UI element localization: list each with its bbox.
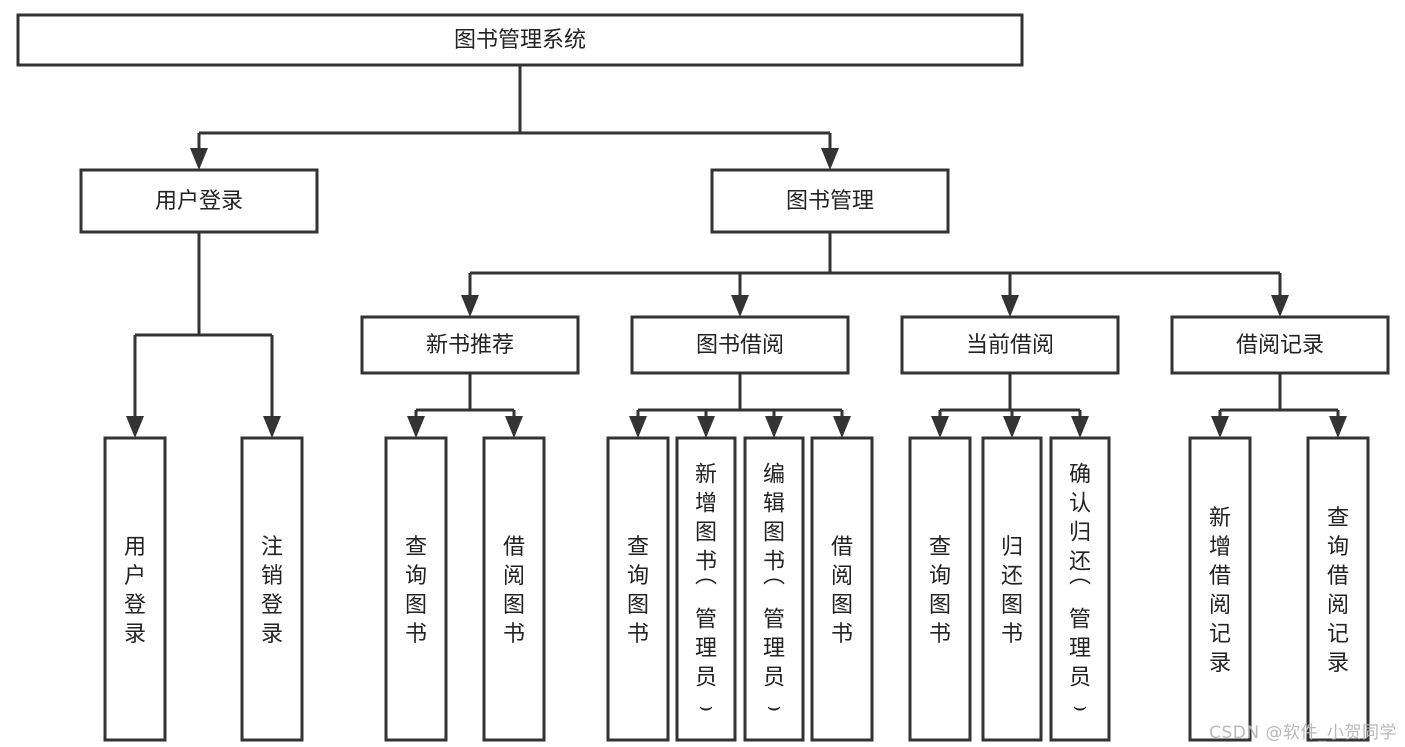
node-leaf-label: 注销登录 [261, 535, 283, 647]
node-leaf-box[interactable] [810, 436, 874, 742]
book-branch-arrow-2 [1001, 295, 1019, 317]
node-leaf-label: 新增图书⌒管理员⌣ [695, 463, 717, 720]
node-leaf-box[interactable] [1049, 436, 1111, 742]
record-branch-arrow-1 [1329, 416, 1347, 438]
current-branch-arrow-0 [931, 416, 949, 438]
node-leaf-box[interactable] [1188, 436, 1252, 742]
node-leaf-0[interactable]: 用户登录 [103, 436, 167, 742]
node-leaf-label: 借阅图书 [831, 535, 853, 647]
record-branch-arrow-0 [1211, 416, 1229, 438]
node-level2-1[interactable]: 图书管理 [710, 168, 950, 234]
node-leaf-box[interactable] [675, 436, 737, 742]
node-leaf-label: 新增借阅记录 [1209, 506, 1231, 676]
node-leaf-label: 确认归还⌒管理员⌣ [1069, 463, 1091, 720]
node-leaf-12[interactable]: 查询借阅记录 [1306, 436, 1370, 742]
node-leaf-box[interactable] [743, 436, 805, 742]
current-branch-arrow-2 [1071, 416, 1089, 438]
book-branch-arrow-1 [731, 295, 749, 317]
node-leaf-box[interactable] [482, 436, 546, 742]
node-level2-box[interactable] [79, 168, 319, 234]
node-leaf-8[interactable]: 查询图书 [908, 436, 972, 742]
book-branch-arrow-0 [461, 295, 479, 317]
node-level2-0[interactable]: 用户登录 [79, 168, 319, 234]
node-leaf-label: 用户登录 [124, 535, 146, 647]
node-leaf-2[interactable]: 查询图书 [384, 436, 448, 742]
node-leaf-label: 编辑图书⌒管理员⌣ [763, 463, 785, 720]
node-level2-box[interactable] [710, 168, 950, 234]
watermark-text: CSDN @软件_小贺同学 [1209, 723, 1397, 743]
node-root-label: 图书管理系统 [454, 28, 586, 53]
login-branch-arrow-1 [263, 416, 281, 438]
node-leaf-box[interactable] [103, 436, 167, 742]
node-level3-label: 新书推荐 [426, 333, 514, 358]
root-branch-arrow-0 [190, 148, 208, 170]
newbook-branch-arrow-0 [407, 416, 425, 438]
borrow-branch-arrow-0 [629, 416, 647, 438]
current-branch-arrow-1 [1003, 416, 1021, 438]
borrow-branch-arrow-1 [697, 416, 715, 438]
node-level3-box[interactable] [1170, 315, 1390, 375]
node-level3-box[interactable] [630, 315, 850, 375]
node-level3-box[interactable] [360, 315, 580, 375]
node-leaf-7[interactable]: 借阅图书 [810, 436, 874, 742]
node-level3-label: 图书借阅 [696, 333, 784, 358]
node-leaf-box[interactable] [1306, 436, 1370, 742]
node-level2-label: 图书管理 [786, 189, 874, 214]
login-branch-arrow-0 [126, 416, 144, 438]
node-leaf-label: 查询图书 [405, 535, 427, 647]
node-level3-1[interactable]: 图书借阅 [630, 315, 850, 375]
newbook-branch-arrow-1 [505, 416, 523, 438]
node-level3-2[interactable]: 当前借阅 [900, 315, 1120, 375]
node-root-box[interactable] [16, 13, 1024, 67]
node-leaf-label: 查询图书 [627, 535, 649, 647]
node-level3-0[interactable]: 新书推荐 [360, 315, 580, 375]
borrow-branch-arrow-2 [765, 416, 783, 438]
node-leaf-label: 借阅图书 [503, 535, 525, 647]
node-leaf-label: 查询借阅记录 [1327, 506, 1349, 676]
node-leaf-label: 查询图书 [929, 535, 951, 647]
node-leaf-box[interactable] [606, 436, 670, 742]
connectors-layer [126, 65, 1347, 438]
node-leaf-3[interactable]: 借阅图书 [482, 436, 546, 742]
node-root[interactable]: 图书管理系统 [16, 13, 1024, 67]
node-leaf-9[interactable]: 归还图书 [981, 436, 1043, 742]
node-leaf-box[interactable] [384, 436, 448, 742]
borrow-branch-arrow-3 [833, 416, 851, 438]
node-leaf-label: 归还图书 [1001, 535, 1023, 647]
node-level3-box[interactable] [900, 315, 1120, 375]
node-level3-label: 借阅记录 [1236, 333, 1324, 358]
node-leaf-5[interactable]: 新增图书⌒管理员⌣ [675, 436, 737, 742]
node-level3-3[interactable]: 借阅记录 [1170, 315, 1390, 375]
node-level3-label: 当前借阅 [966, 333, 1054, 358]
node-level2-label: 用户登录 [155, 189, 243, 214]
nodes-layer: 图书管理系统用户登录图书管理新书推荐图书借阅当前借阅借阅记录用户登录注销登录查询… [16, 13, 1390, 742]
node-leaf-box[interactable] [240, 436, 304, 742]
node-leaf-4[interactable]: 查询图书 [606, 436, 670, 742]
node-leaf-1[interactable]: 注销登录 [240, 436, 304, 742]
book-branch-arrow-3 [1271, 295, 1289, 317]
node-leaf-11[interactable]: 新增借阅记录 [1188, 436, 1252, 742]
node-leaf-box[interactable] [981, 436, 1043, 742]
root-branch-arrow-1 [821, 148, 839, 170]
node-leaf-box[interactable] [908, 436, 972, 742]
node-leaf-6[interactable]: 编辑图书⌒管理员⌣ [743, 436, 805, 742]
node-leaf-10[interactable]: 确认归还⌒管理员⌣ [1049, 436, 1111, 742]
